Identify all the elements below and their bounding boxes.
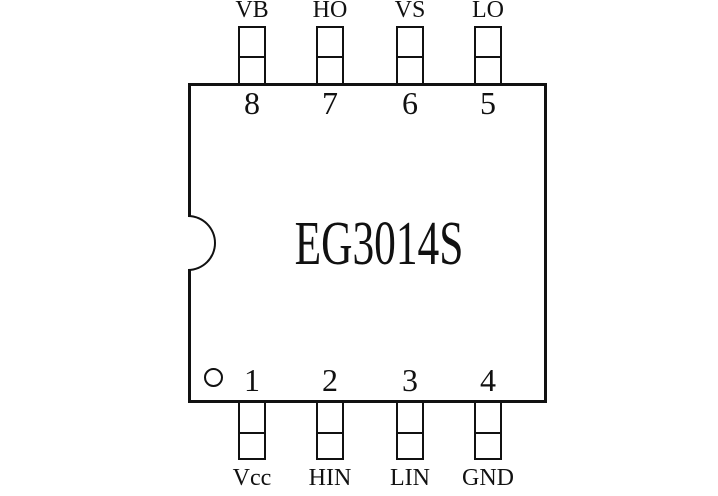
pin-5-number: 5 bbox=[480, 85, 496, 121]
pin-3-lead bbox=[396, 403, 424, 460]
pin-1-number: 1 bbox=[244, 362, 260, 398]
pin-4-number: 4 bbox=[480, 362, 496, 398]
pin-2-name-label: HIN bbox=[308, 465, 352, 491]
pin-4-lead bbox=[474, 403, 502, 460]
pin-6-name-label: VS bbox=[394, 0, 426, 23]
pin-3-number: 3 bbox=[402, 362, 418, 398]
pin-2-lead bbox=[316, 403, 344, 460]
pin-2-number: 2 bbox=[322, 362, 338, 398]
pin-7-name-label: HO bbox=[312, 0, 348, 23]
pin-3-name-label: LIN bbox=[390, 465, 430, 491]
pin-1-name-label: Vcc bbox=[232, 465, 272, 491]
pin-8-number: 8 bbox=[244, 85, 260, 121]
pin-8-lead bbox=[238, 26, 266, 83]
pin-5-lead bbox=[474, 26, 502, 83]
pin-5-name-label: LO bbox=[472, 0, 504, 23]
pin-7-lead bbox=[316, 26, 344, 83]
pin-6-number: 6 bbox=[402, 85, 418, 121]
pin1-indicator-icon bbox=[204, 368, 223, 387]
pin-6-lead bbox=[396, 26, 424, 83]
pin-1-lead bbox=[238, 403, 266, 460]
pin-8-name-label: VB bbox=[235, 0, 269, 23]
chip-body bbox=[188, 83, 547, 403]
package-notch-icon bbox=[188, 215, 216, 271]
pin-7-number: 7 bbox=[322, 85, 338, 121]
pin-4-name-label: GND bbox=[462, 465, 514, 491]
chip-part-number: EG3014S bbox=[294, 210, 464, 278]
